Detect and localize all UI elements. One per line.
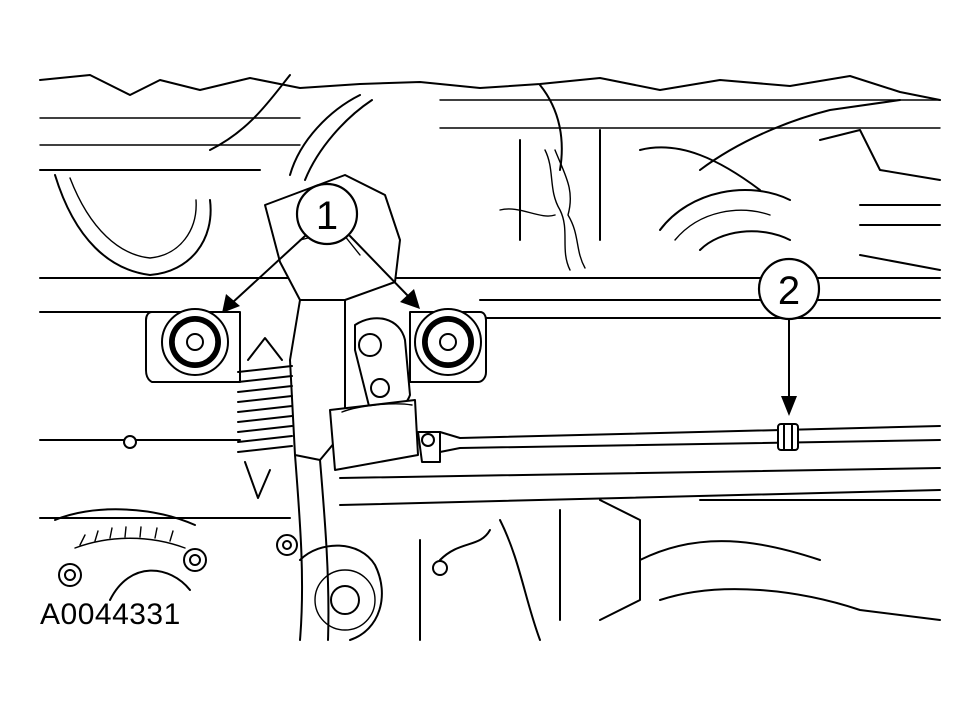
lower-frame-rail [39, 435, 941, 519]
cable-clip [777, 423, 799, 451]
callout-2-label: 2 [778, 269, 800, 313]
bolt-right [414, 308, 482, 376]
bolt-left [161, 308, 229, 376]
brake-cable [439, 423, 941, 453]
callout-1: 1 [222, 182, 420, 313]
arrowhead-left [222, 294, 240, 313]
lower-components [54, 454, 941, 641]
arrowhead-down [781, 396, 797, 416]
callout-1-label: 1 [316, 194, 338, 238]
return-spring [237, 337, 293, 499]
figure-id-label: A0044331 [40, 598, 181, 631]
engine-bay-background [39, 74, 941, 276]
callout-2: 2 [757, 257, 821, 416]
arrowhead-right [400, 289, 420, 309]
